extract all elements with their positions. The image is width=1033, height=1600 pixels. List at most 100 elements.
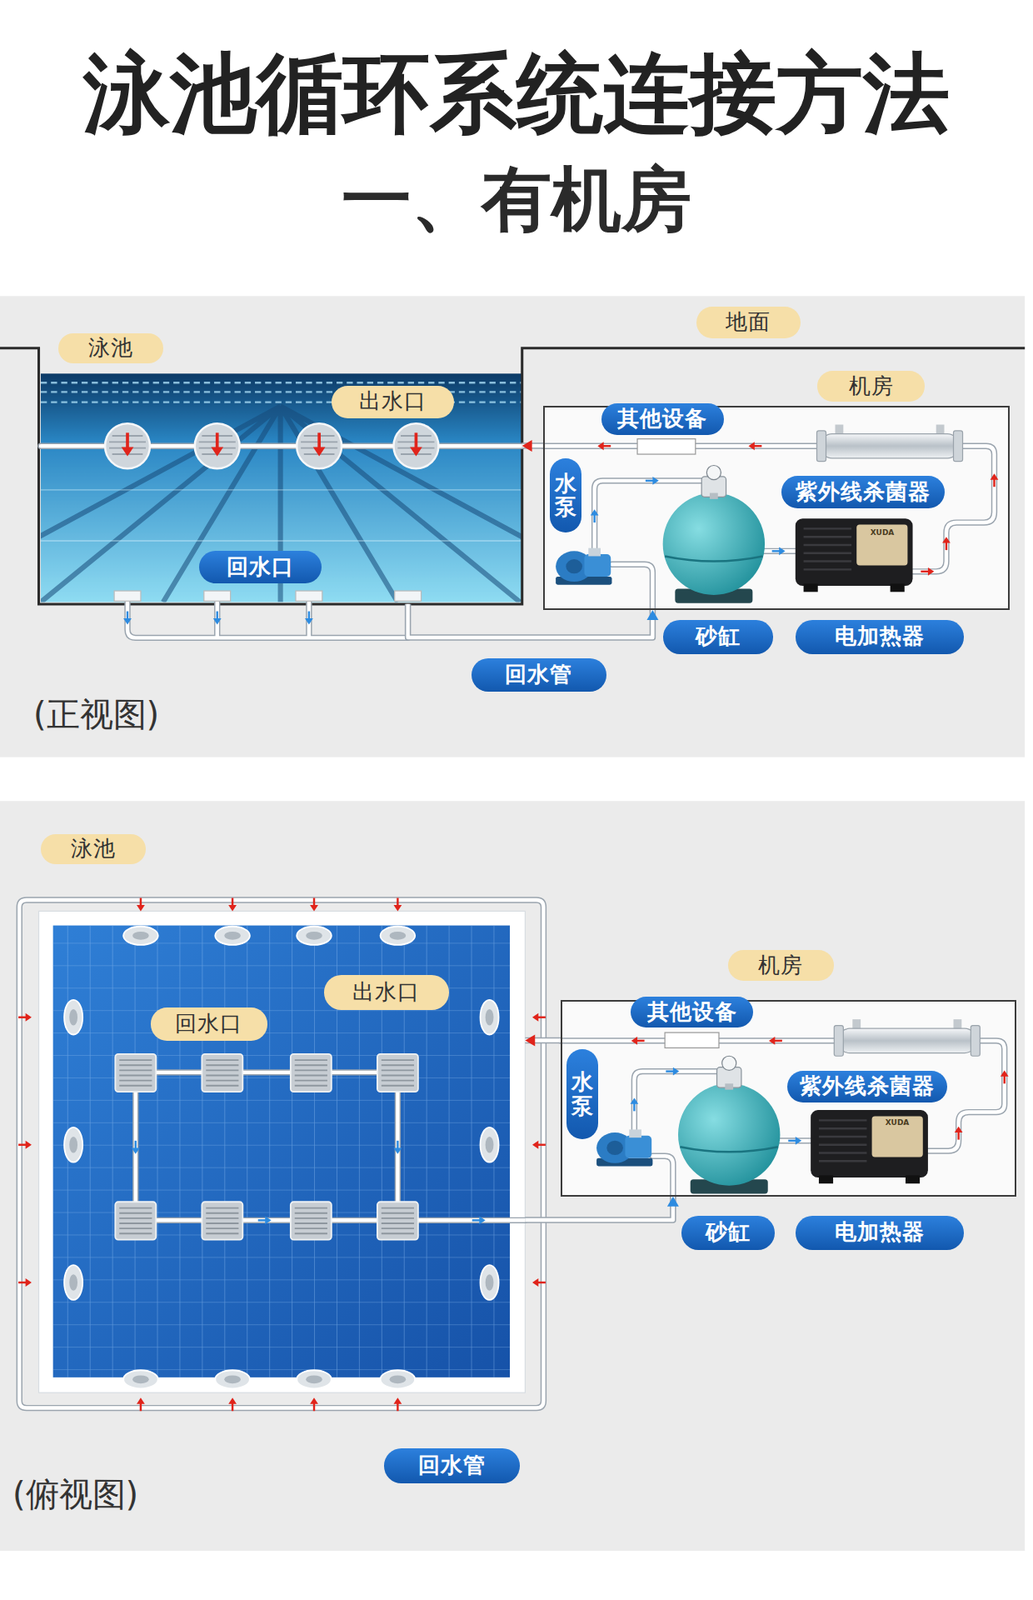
heater-tag: 电加热器 (795, 1215, 964, 1249)
other-device (664, 1032, 719, 1048)
pump-tag: 水泵 (566, 1048, 599, 1139)
flow-arrows (136, 898, 145, 912)
node-text: 回水管 (504, 662, 573, 688)
flow-arrows (18, 898, 1009, 1412)
page-title: 泳池循环系统连接方法 (83, 44, 950, 145)
flow-arrows (123, 441, 999, 624)
pool-tiles (53, 925, 510, 1378)
node-text: 砂缸 (695, 623, 741, 649)
node-text: 紫外线杀菌器 (795, 479, 931, 505)
flow-arrows (772, 546, 786, 555)
flow-arrows (942, 536, 951, 550)
flow-arrows (788, 1136, 802, 1145)
outlets (380, 1369, 416, 1388)
return-pipe-tag: 回水管 (384, 1447, 520, 1483)
outlets (64, 1264, 83, 1300)
subtitle: 一、有机房 (341, 157, 692, 242)
pool-water (53, 925, 510, 1378)
front-view (0, 295, 1025, 757)
node-text: 泳池 (88, 335, 134, 361)
pipe-core (524, 1196, 674, 1220)
flow-arrows (629, 1097, 639, 1111)
flow-arrows (532, 1140, 546, 1149)
flow-arrows (472, 1215, 486, 1224)
filter-tag: 砂缸 (681, 1215, 776, 1249)
outlets (64, 926, 499, 1389)
region-name-tag: 泳池 (40, 833, 146, 864)
pipes (19, 899, 1004, 1408)
node-text: 紫外线杀菌器 (799, 1073, 935, 1099)
node-text: 其他设备 (647, 999, 738, 1025)
outlets (296, 1369, 332, 1388)
return-grates (114, 1053, 419, 1240)
ground-line (0, 348, 1025, 604)
flow-arrows (590, 509, 599, 523)
flow-arrows (768, 1036, 783, 1045)
flow-arrows (213, 611, 222, 625)
flow-arrows (532, 1013, 546, 1022)
flow-arrows (954, 1126, 964, 1140)
node-text: 机房 (758, 953, 804, 979)
flow-arrows (645, 476, 659, 485)
outlets (64, 1127, 83, 1163)
arrow-head (522, 439, 533, 452)
view-caption: (正视图) (33, 693, 160, 734)
pool-photo (0, 373, 643, 602)
pipe-outline (524, 1196, 674, 1220)
node-text: 出水口 (359, 389, 427, 415)
equipment (678, 1055, 780, 1193)
outlets (480, 1264, 500, 1300)
outlets (393, 423, 439, 469)
pipe-connector (524, 1196, 679, 1220)
arrow-head (524, 1034, 535, 1047)
flow-arrows (393, 1140, 402, 1154)
node-text: 其他设备 (617, 406, 708, 432)
front-view (543, 406, 1009, 611)
pool-photo (40, 489, 523, 541)
arrow-head (646, 609, 659, 620)
node-text: 回水口 (226, 554, 295, 580)
equipment-tag: 其他设备 (630, 996, 754, 1029)
uv-tag: 紫外线杀菌器 (781, 475, 945, 509)
node-text: 回水口 (174, 1011, 243, 1037)
return-grates (114, 1201, 156, 1239)
flow-arrows (123, 611, 132, 625)
equipment (555, 548, 612, 585)
node-text: 水泵 (554, 471, 577, 519)
equipment (596, 1128, 653, 1166)
flow-arrows (18, 1277, 32, 1287)
outlet-tag: 出水口 (324, 974, 449, 1010)
pipe-connector (524, 1034, 561, 1047)
pool-photo (40, 382, 523, 602)
outlets (296, 926, 332, 945)
equipment (596, 1018, 980, 1193)
flow-arrows (665, 1067, 679, 1076)
inlets (204, 590, 231, 601)
flow-arrows (304, 611, 314, 625)
top-view (0, 800, 1025, 1551)
return-grates (201, 1053, 243, 1092)
flow-arrows (131, 1140, 140, 1154)
node-text: 出水口 (352, 979, 420, 1005)
equipment-tag: 其他设备 (601, 403, 724, 435)
flow-arrows (309, 1397, 319, 1411)
flow-arrows (136, 1397, 145, 1411)
other-device (637, 439, 696, 455)
region-name-tag: 泳池 (58, 333, 164, 364)
equipment (833, 1018, 980, 1056)
outlets (104, 423, 150, 469)
pool-region: 出水口回水口泳池 (39, 372, 523, 604)
flow-arrows (228, 1397, 237, 1411)
region-name-tag: 机房 (817, 370, 925, 402)
top-view (0, 800, 1025, 1551)
node-text: 机房 (848, 374, 894, 400)
inlet-tag: 回水口 (150, 1007, 268, 1040)
node-text: 砂缸 (705, 1219, 751, 1245)
return-grates (290, 1053, 332, 1092)
brand-mark: XUDA (870, 528, 895, 538)
node-text: 泳池 (70, 836, 116, 862)
flow-arrows (597, 441, 611, 450)
flow-arrows (258, 1215, 272, 1224)
